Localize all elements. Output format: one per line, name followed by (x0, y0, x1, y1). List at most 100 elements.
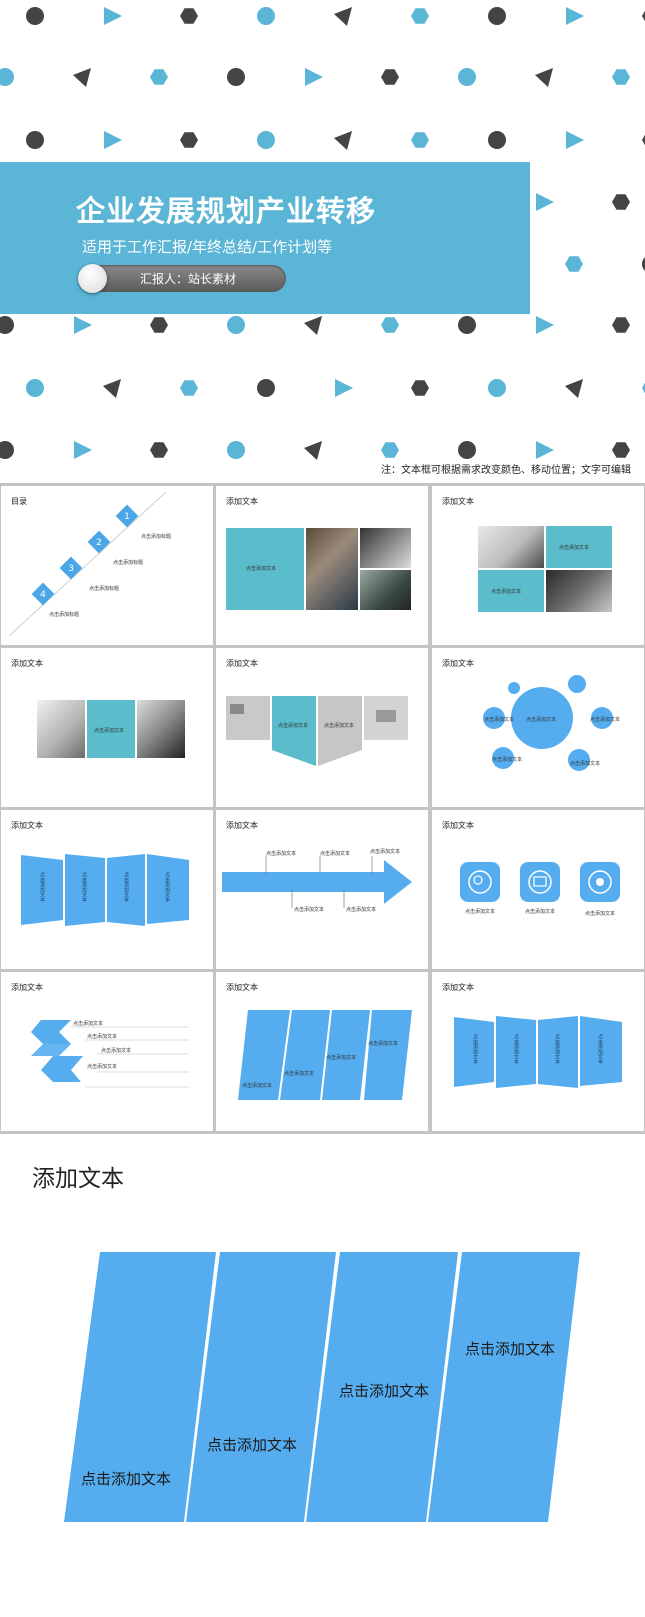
toc-item-4: 点击添加标题 (49, 612, 80, 618)
dark-circle-icon (488, 131, 506, 149)
slide-title: 添加文本 (226, 497, 258, 506)
blue-hexagon-icon (381, 442, 399, 458)
slide-title: 添加文本 (226, 821, 258, 830)
blue-circle-icon (227, 316, 245, 334)
toc-num-2: 2 (96, 538, 102, 548)
placeholder-text: 点击添加文本 (246, 566, 277, 572)
slide-title: 添加文本 (11, 821, 43, 830)
dark-arrow-icon (334, 7, 352, 26)
blue-circle-icon (227, 441, 245, 459)
thumb-slide-8[interactable]: 添加文本 点击添加文本 点击添加文本 点击添加文本 点击添加文本 点击添加文本 (216, 810, 428, 969)
placeholder-text: 点击添加文本 (164, 872, 170, 902)
dark-circle-icon (458, 316, 476, 334)
placeholder-text: 点击添加文本 (570, 761, 601, 767)
placeholder-text: 点击添加文本 (554, 1034, 560, 1064)
placeholder-text: 点击添加文本 (492, 757, 523, 763)
shape-pattern (0, 7, 645, 460)
placeholder-text: 点击添加文本 (585, 911, 616, 917)
column-label-2: 点击添加文本 (207, 1436, 298, 1454)
toc-item-1: 点击添加标题 (141, 534, 172, 540)
toc-num-3: 3 (68, 564, 74, 574)
toc-title: 目录 (11, 497, 27, 506)
dark-hexagon-icon (381, 69, 399, 85)
placeholder-text: 点击添加文本 (242, 1083, 273, 1089)
blue-triangle-icon (104, 7, 122, 25)
cover-slide: 企业发展规划产业转移 适用于工作汇报/年终总结/工作计划等 汇报人：站长素材 注… (0, 0, 645, 485)
blue-hexagon-icon (642, 382, 645, 394)
dark-circle-icon (26, 131, 44, 149)
slanted-columns-large (64, 1252, 580, 1522)
thumb-slide-5[interactable]: 添加文本 点击添加文本 点击添加文本 (216, 648, 428, 807)
thumb-slide-11[interactable]: 添加文本 点击添加文本 点击添加文本 点击添加文本 点击添加文本 (216, 972, 428, 1131)
toc-item-3: 点击添加标题 (89, 586, 120, 592)
blue-circle-icon (458, 68, 476, 86)
cover-title: 企业发展规划产业转移 (76, 194, 377, 228)
blue-hexagon-icon (612, 69, 630, 85)
thumb-slide-12[interactable]: 添加文本 点击添加文本 点击添加文本 点击添加文本 点击添加文本 (432, 972, 644, 1131)
placeholder-text: 点击添加文本 (513, 1034, 519, 1064)
dark-hexagon-icon (411, 380, 429, 396)
blue-triangle-icon (74, 441, 92, 459)
thumb-slide-4[interactable]: 添加文本 点击添加文本 (1, 648, 213, 807)
placeholder-text: 点击添加文本 (346, 907, 377, 913)
slide-title: 添加文本 (226, 983, 258, 992)
text-block (546, 526, 612, 568)
placeholder-text: 点击添加文本 (326, 1055, 357, 1061)
dark-circle-icon (642, 257, 645, 271)
placeholder-text: 点击添加文本 (368, 1041, 399, 1047)
photo-phone (360, 528, 411, 568)
thumb-slide-2[interactable]: 添加文本 点击添加文本 (216, 486, 428, 645)
dark-hexagon-icon (180, 132, 198, 148)
toc-num-4: 4 (40, 590, 46, 600)
placeholder-text: 点击添加文本 (101, 1048, 132, 1054)
dark-hexagon-icon (150, 442, 168, 458)
dark-arrow-icon (334, 131, 352, 150)
photo-desk (37, 700, 85, 758)
dark-hexagon-icon (150, 317, 168, 333)
chevron-panels (226, 696, 408, 766)
blue-hexagon-icon (180, 380, 198, 396)
blue-triangle-icon (104, 131, 122, 149)
thumb-slide-6[interactable]: 添加文本 点击添加文本 点击添加文本 点击添加文本 点击添加文本 点击添加文本 (432, 648, 644, 807)
dark-circle-icon (0, 441, 14, 459)
placeholder-text: 点击添加文本 (320, 851, 351, 857)
thumb-slide-10[interactable]: 添加文本 点击添加文本 点击添加文本 点击添加文本 点击添加文本 (1, 972, 213, 1131)
placeholder-text: 点击添加文本 (597, 1034, 603, 1064)
placeholder-text: 点击添加文本 (123, 872, 129, 902)
dark-arrow-icon (304, 441, 322, 460)
photo-chair (137, 700, 185, 758)
blue-circle-icon (0, 68, 14, 86)
text-block (87, 700, 135, 758)
dark-arrow-icon (304, 316, 322, 335)
dark-hexagon-icon (612, 442, 630, 458)
thumb-slide-9[interactable]: 添加文本 点击添加文本 点击添加文本 点击添加文本 (432, 810, 644, 969)
toc-item-2: 点击添加标题 (113, 560, 144, 566)
column-label-1: 点击添加文本 (81, 1470, 172, 1488)
blue-triangle-icon (536, 316, 554, 334)
thumb-slide-7[interactable]: 添加文本 点击添加文本 点击添加文本 点击添加文本 点击添加文本 (1, 810, 213, 969)
photo-office (546, 570, 612, 612)
slide-title: 添加文本 (11, 659, 43, 668)
placeholder-text: 点击添加文本 (491, 589, 522, 595)
dark-arrow-icon (565, 379, 583, 398)
slide-title: 添加文本 (11, 983, 43, 992)
blue-circle-icon (26, 379, 44, 397)
dark-circle-icon (227, 68, 245, 86)
placeholder-text: 点击添加文本 (39, 872, 45, 902)
arrow-timeline (222, 856, 412, 908)
toc-diagonal: 1 2 3 4 (8, 491, 167, 637)
slide-title: 添加文本 (226, 659, 258, 668)
dark-circle-icon (0, 316, 14, 334)
placeholder-text: 点击添加文本 (94, 728, 125, 734)
slanted-columns-small (238, 1010, 412, 1100)
thumb-toc[interactable]: 目录 1 2 3 4 点击添加标题 点击添加标题 点击添加标题 点击添加标题 (1, 486, 213, 645)
thumb-slide-3[interactable]: 添加文本 点击添加文本 点击添加文本 (432, 486, 644, 645)
slide-title: 添加文本 (442, 659, 474, 668)
slide-title: 添加文本 (442, 497, 474, 506)
blue-triangle-icon (74, 316, 92, 334)
dark-circle-icon (458, 441, 476, 459)
dark-circle-icon (257, 379, 275, 397)
blue-triangle-icon (536, 441, 554, 459)
photo-desk (478, 526, 544, 568)
icon-cards (460, 862, 620, 902)
